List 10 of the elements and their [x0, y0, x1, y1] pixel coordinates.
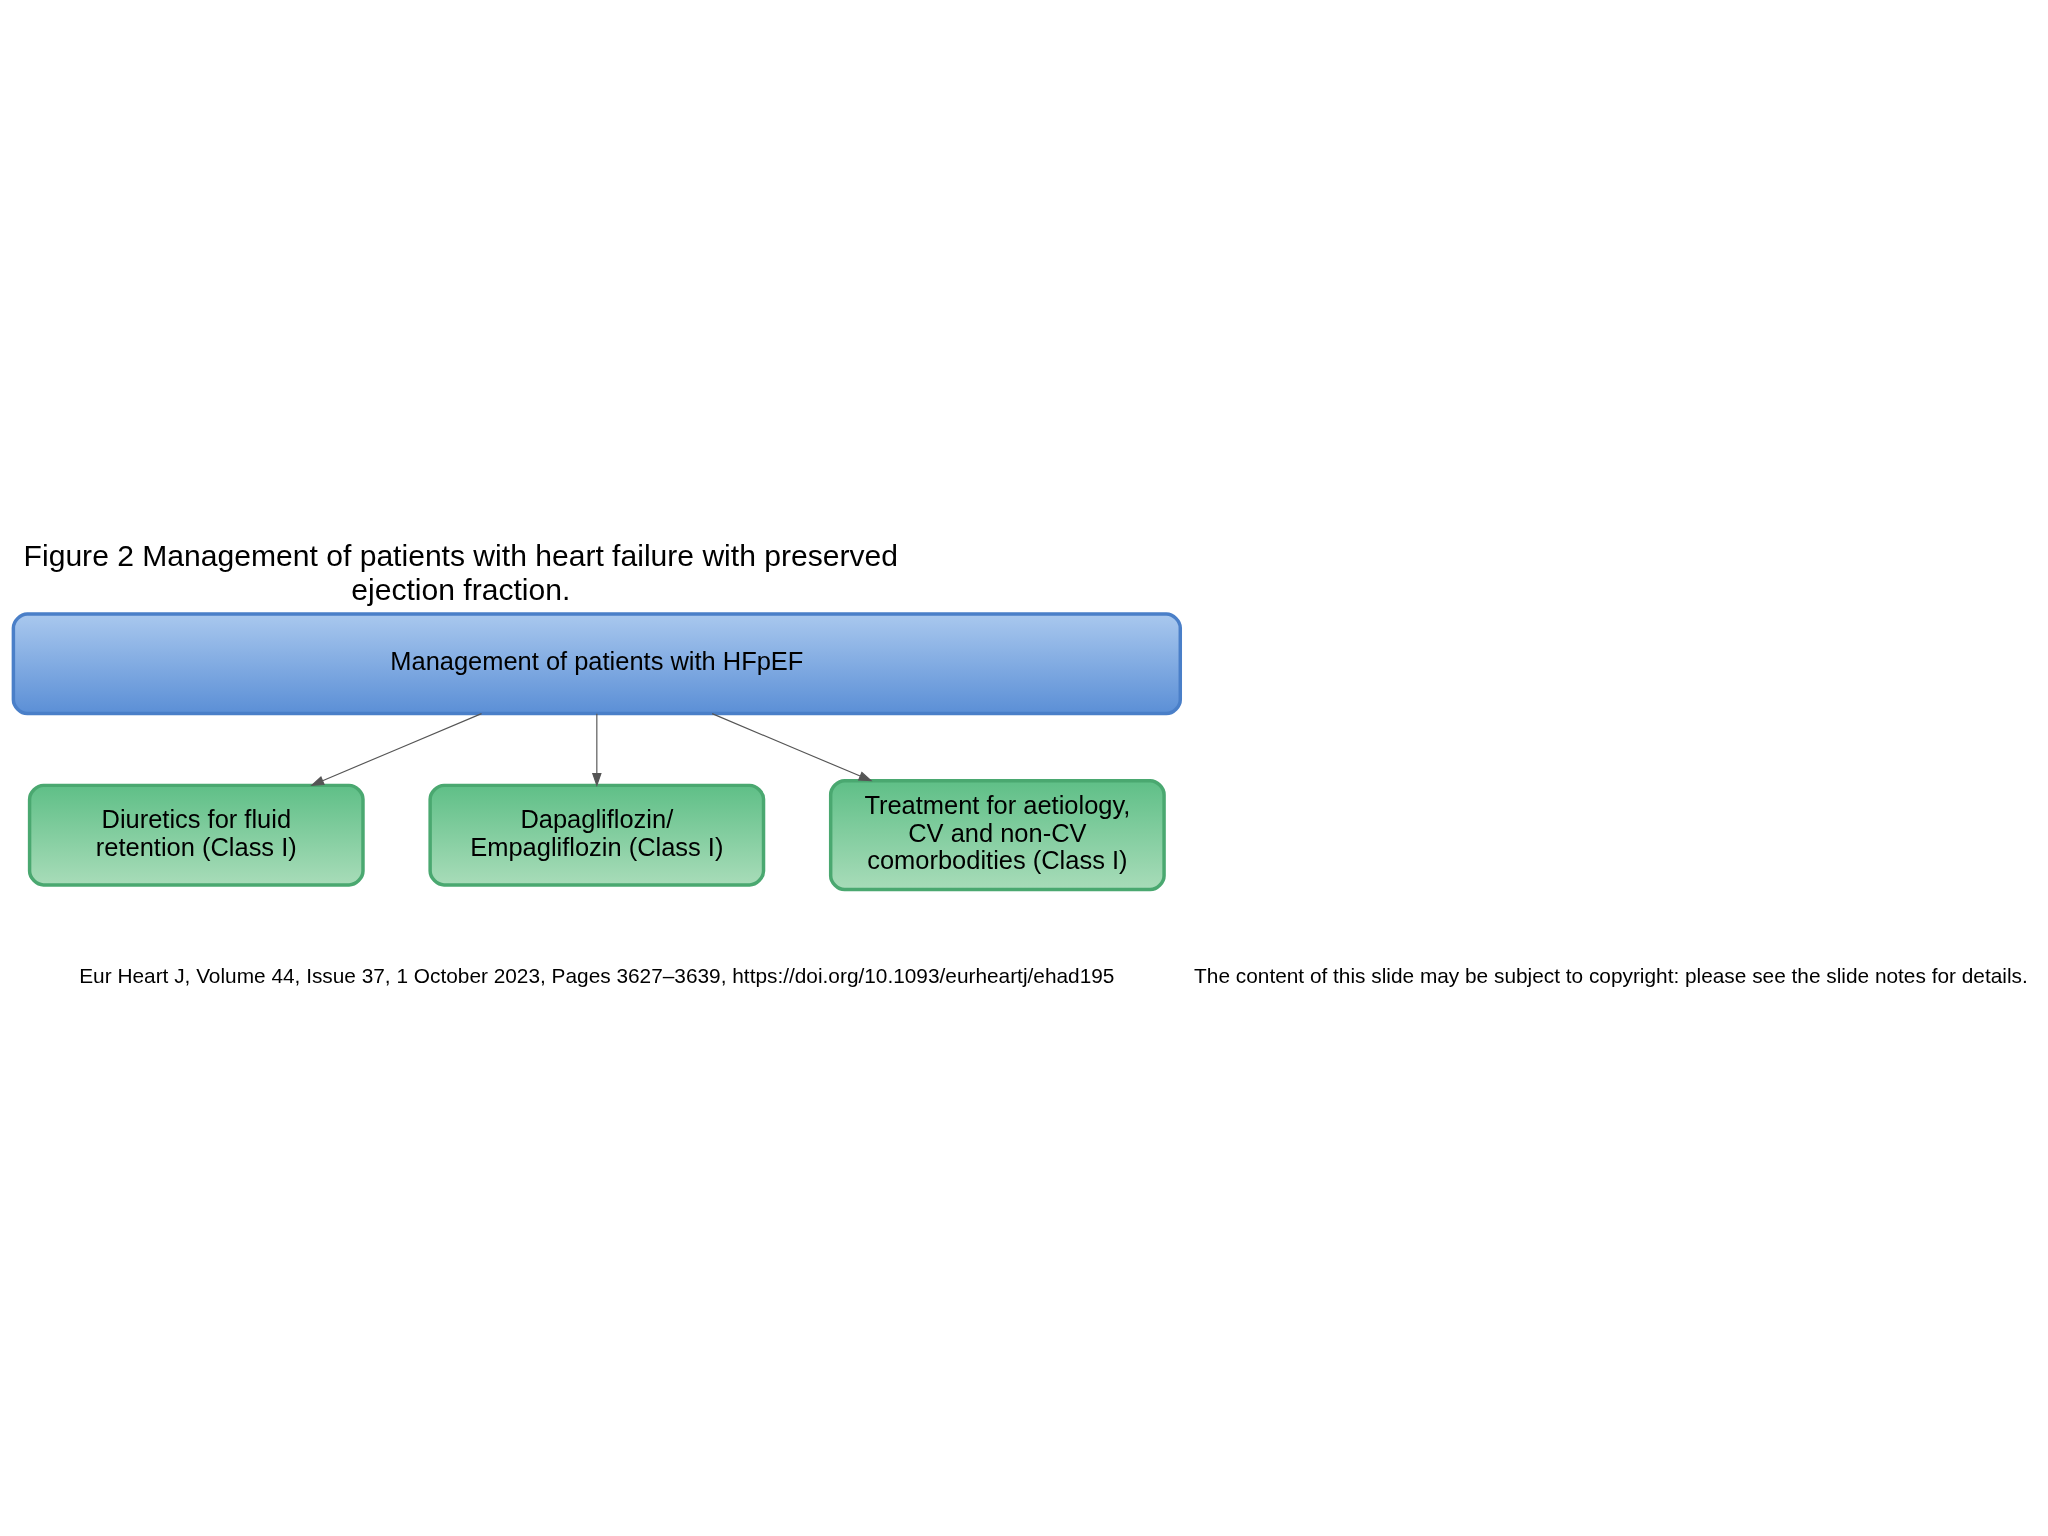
node-box: Diuretics for fluid retention (Class I): [27, 783, 365, 887]
node-box: Dapagliflozin/ Empagliflozin (Class I): [428, 783, 766, 887]
arrow: [591, 713, 602, 787]
diagram-title: Figure 2 Management of patients with heart failure with preserved ejection fraction.: [23, 539, 899, 606]
node-box: Management of patients with HFpEF: [11, 612, 1182, 716]
node-box: Treatment for aetiology, CV and non-CV comorbodities (Class I): [828, 779, 1166, 892]
arrow: [310, 713, 483, 786]
arrow: [711, 713, 873, 782]
label: Eur Heart J, Volume 44, Issue 37, 1 October 2023, Pages 3627–3639, https://doi.org/10.1093/eurheartj/ehad195: [79, 963, 1115, 987]
label: The content of this slide may be subject to copyright: please see the slide notes for details.: [1194, 963, 2028, 987]
